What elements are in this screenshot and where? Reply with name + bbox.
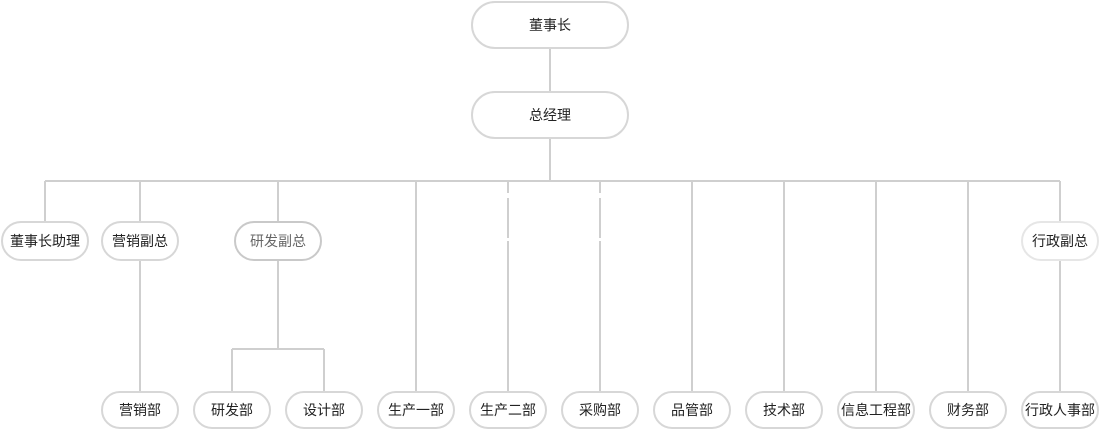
node-dept-finance[interactable]: 财务部 — [929, 391, 1007, 429]
node-dept-technology[interactable]: 技术部 — [745, 391, 823, 429]
node-dept-it-engineering[interactable]: 信息工程部 — [837, 391, 915, 429]
node-dept-production-2[interactable]: 生产二部 — [469, 391, 547, 429]
node-dept-rnd[interactable]: 研发部 — [193, 391, 271, 429]
node-chairman[interactable]: 董事长 — [471, 1, 629, 49]
node-dept-marketing[interactable]: 营销部 — [101, 391, 179, 429]
node-chairman-assistant[interactable]: 董事长助理 — [1, 221, 89, 261]
node-dept-admin-hr[interactable]: 行政人事部 — [1021, 391, 1099, 429]
node-vp-admin[interactable]: 行政副总 — [1021, 221, 1099, 261]
node-dept-design[interactable]: 设计部 — [285, 391, 363, 429]
node-vp-rnd[interactable]: 研发副总 — [234, 221, 322, 261]
node-dept-purchasing[interactable]: 采购部 — [561, 391, 639, 429]
node-dept-quality[interactable]: 品管部 — [653, 391, 731, 429]
node-general-manager[interactable]: 总经理 — [471, 91, 629, 139]
node-vp-marketing[interactable]: 营销副总 — [101, 221, 179, 261]
node-dept-production-1[interactable]: 生产一部 — [377, 391, 455, 429]
